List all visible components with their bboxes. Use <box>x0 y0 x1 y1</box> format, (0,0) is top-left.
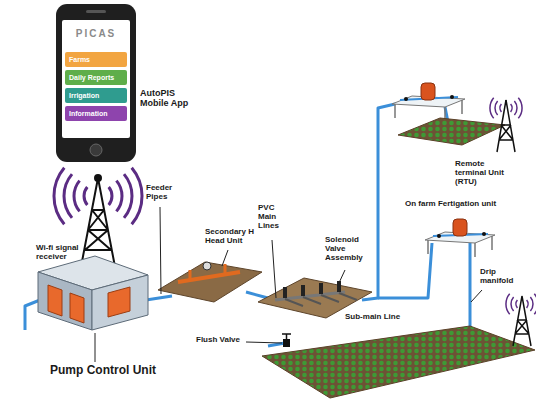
pump-control-unit <box>108 287 130 317</box>
rtu-waves <box>514 101 517 115</box>
callout-label: Flush Valve <box>196 336 246 345</box>
leader-line <box>160 207 161 294</box>
crop-field <box>262 326 535 398</box>
pipe <box>362 104 395 300</box>
callout-label: Pump Control Unit <box>50 364 190 377</box>
pump-control-unit <box>38 256 148 330</box>
rtu-tower <box>497 100 515 152</box>
menu-item: Farms <box>65 52 127 67</box>
fertigation-unit <box>482 232 486 236</box>
menu-item: Irrigation <box>65 88 127 103</box>
callout-label: PVC Main Lines <box>258 204 290 231</box>
flush-valve <box>282 334 291 347</box>
pump-control-unit <box>70 293 84 323</box>
wifi-waves <box>64 174 72 218</box>
menu-band: Farms <box>65 52 127 67</box>
wifi-waves <box>54 168 142 225</box>
wifi-waves <box>116 181 122 212</box>
secondary-head-unit <box>158 262 262 302</box>
pump-control-unit <box>92 275 148 330</box>
pump-control-unit <box>48 285 62 316</box>
rtu-waves <box>495 101 498 115</box>
callout-label: Sub-main Line <box>345 313 407 322</box>
rtu-waves <box>506 294 510 315</box>
rtu-waves <box>500 104 501 112</box>
menu-band: Irrigation <box>65 88 127 103</box>
fertigation-unit <box>404 97 408 101</box>
leader-line <box>246 342 282 343</box>
app-screen: PICAS FarmsDaily ReportsIrrigationInforma… <box>62 20 130 138</box>
wifi-waves <box>54 168 64 225</box>
rtu-waves <box>527 300 528 308</box>
rtu-waves <box>511 104 512 112</box>
callout-label: AutoPIS Mobile App <box>140 88 194 108</box>
antenna-tower <box>95 175 101 181</box>
crop-field <box>398 118 505 145</box>
pipe <box>146 296 172 300</box>
callout-label: Drip manifold <box>480 268 520 286</box>
rtu-waves <box>516 300 517 308</box>
secondary-head-unit <box>203 262 211 270</box>
menu-item: Daily Reports <box>65 70 127 85</box>
smartphone <box>90 144 102 156</box>
secondary-head-unit <box>178 272 240 282</box>
wifi-waves <box>84 187 87 205</box>
wifi-waves <box>74 181 80 212</box>
callout-label: Remote terminal Unit (RTU) <box>455 160 517 187</box>
pump-control-unit <box>38 272 92 330</box>
rtu-waves <box>534 294 536 315</box>
rtu-waves <box>490 98 494 119</box>
flush-valve <box>282 334 291 339</box>
solenoid-valve-assembly <box>301 285 305 296</box>
secondary-head-unit <box>158 262 262 302</box>
rtu-waves <box>490 98 522 119</box>
app-logo: PICAS <box>62 20 130 40</box>
callout-label: Secondary H Head Unit <box>205 228 263 246</box>
rtu-tower <box>513 296 531 346</box>
leader-line <box>222 250 228 266</box>
fertigation-unit <box>395 100 462 121</box>
fertigation-unit <box>428 236 492 257</box>
leader-line <box>272 240 276 298</box>
wifi-waves <box>109 187 112 205</box>
smartphone <box>56 4 136 162</box>
menu-item: Information <box>65 106 127 121</box>
flush-valve <box>283 339 290 347</box>
smartphone <box>86 10 106 13</box>
solenoid-valve-assembly <box>283 287 287 298</box>
fertigation-unit <box>421 83 435 100</box>
menu-band: Daily Reports <box>65 70 127 85</box>
solenoid-valve-assembly <box>285 293 357 306</box>
pipe <box>268 343 285 346</box>
rtu-waves <box>511 297 514 311</box>
rtu-waves <box>506 294 536 315</box>
leader-line <box>471 290 482 302</box>
fertigation-unit <box>450 95 454 99</box>
solenoid-valve-assembly <box>319 283 323 294</box>
leader-line <box>95 207 482 362</box>
rtu-waves <box>530 297 533 311</box>
rtu-tower <box>497 100 515 152</box>
crop-field <box>262 118 535 398</box>
menu-band: Information <box>65 106 127 121</box>
rtu-tower <box>513 296 531 346</box>
wifi-waves <box>132 168 142 225</box>
wifi-waves <box>124 174 132 218</box>
leader-line <box>338 270 345 285</box>
fertigation-unit <box>437 234 441 238</box>
fertigation-unit <box>453 219 467 236</box>
pipe <box>378 243 432 298</box>
pipe <box>246 292 268 298</box>
callout-label: Wi-fi signal receiver <box>36 244 84 262</box>
leader-line <box>95 333 96 362</box>
pipe <box>469 243 472 327</box>
pipe <box>25 104 470 346</box>
callout-label: On farm Fertigation unit <box>405 200 517 209</box>
callout-label: Solenoid Valve Assembly <box>325 236 370 263</box>
callout-label: Feeder Pipes <box>146 184 184 202</box>
rtu-waves <box>518 98 522 119</box>
smartphone <box>56 4 136 162</box>
